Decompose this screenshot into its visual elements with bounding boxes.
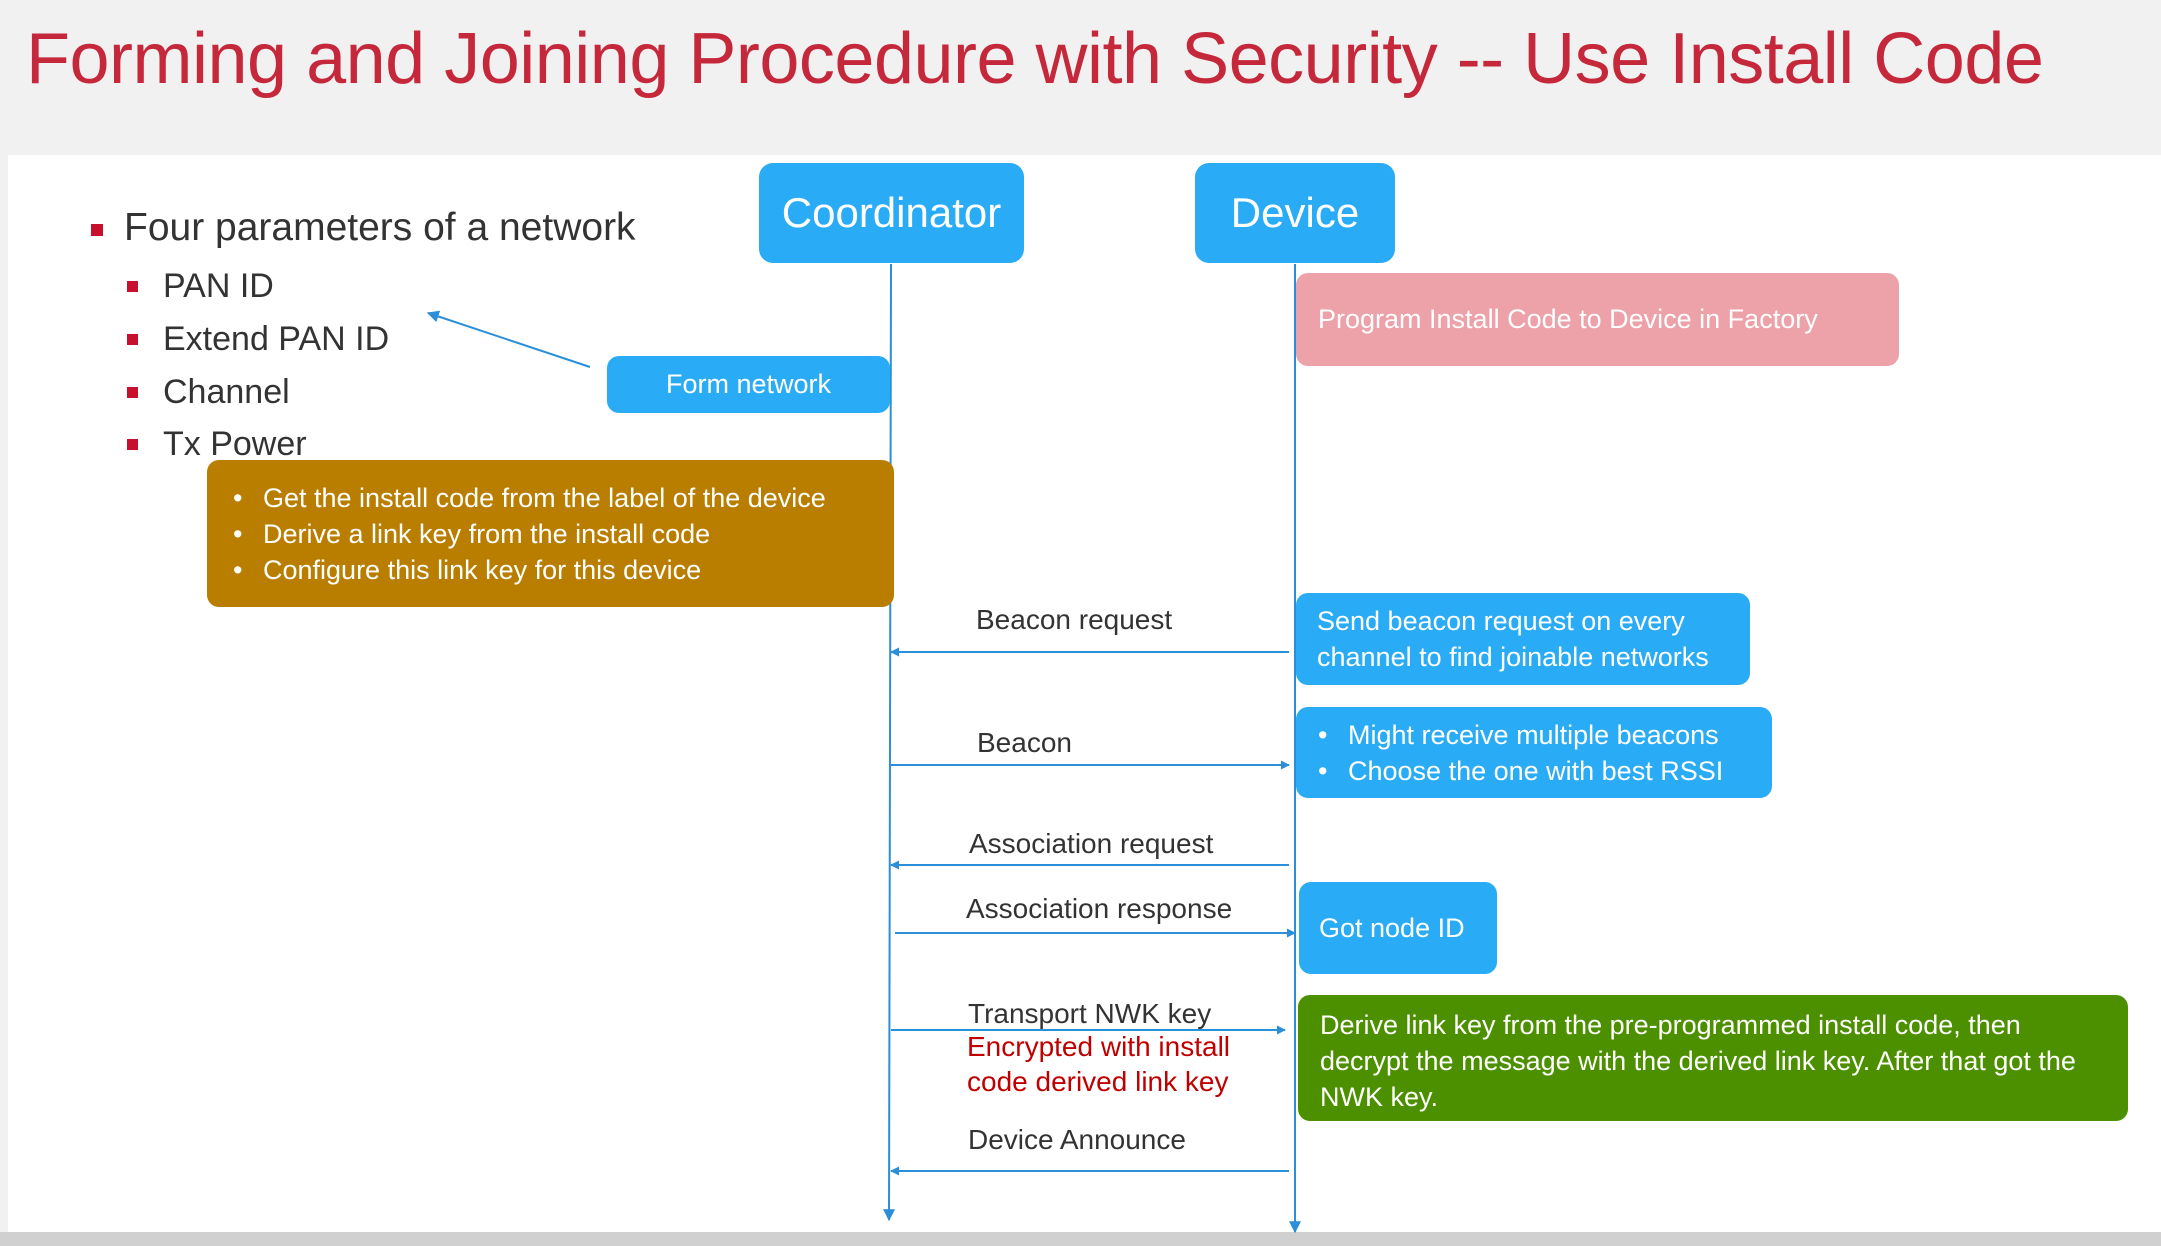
beacons-item: Choose the one with best RSSI [1314,753,1772,789]
slide-title: Forming and Joining Procedure with Secur… [26,19,2044,99]
program-install-code-note: Program Install Code to Device in Factor… [1296,273,1899,366]
got-node-id-note: Got node ID [1299,882,1497,974]
transport-nwk-key-label: Transport NWK key [968,998,1212,1029]
beacon-request-label: Beacon request [976,604,1173,635]
form-network-pointer-arrow [426,310,591,368]
send-beacon-note: Send beacon request on every channel to … [1296,593,1750,685]
install-code-step: Derive a link key from the install code [229,516,894,552]
device-actor: Device [1195,163,1395,263]
title-bar: Forming and Joining Procedure with Secur… [0,0,2161,155]
beacons-item: Might receive multiple beacons [1314,717,1772,753]
form-network-note: Form network [607,356,890,413]
coordinator-actor: Coordinator [759,163,1024,263]
association-request-label: Association request [969,828,1214,859]
encrypted-with-install-code-note: Encrypted with install code derived link… [967,1031,1231,1097]
coordinator-lifeline [883,263,896,1222]
bullet-square [127,439,138,450]
bullet-square [127,281,138,292]
association-response-label: Association response [966,893,1233,924]
beacons-note: Might receive multiple beacons Choose th… [1296,707,1772,798]
bullet-square [91,224,103,236]
device-announce-label: Device Announce [968,1124,1186,1155]
install-code-steps-note: Get the install code from the label of t… [207,460,894,607]
beacon-label: Beacon [977,727,1072,758]
install-code-steps-list: Get the install code from the label of t… [229,480,894,588]
install-code-step: Get the install code from the label of t… [229,480,894,516]
bullet-square [127,334,138,345]
bottom-bar [0,1232,2161,1246]
beacons-list: Might receive multiple beacons Choose th… [1314,717,1772,789]
derive-link-key-note: Derive link key from the pre-programmed … [1298,995,2128,1121]
install-code-step: Configure this link key for this device [229,552,894,588]
bullet-square [127,387,138,398]
